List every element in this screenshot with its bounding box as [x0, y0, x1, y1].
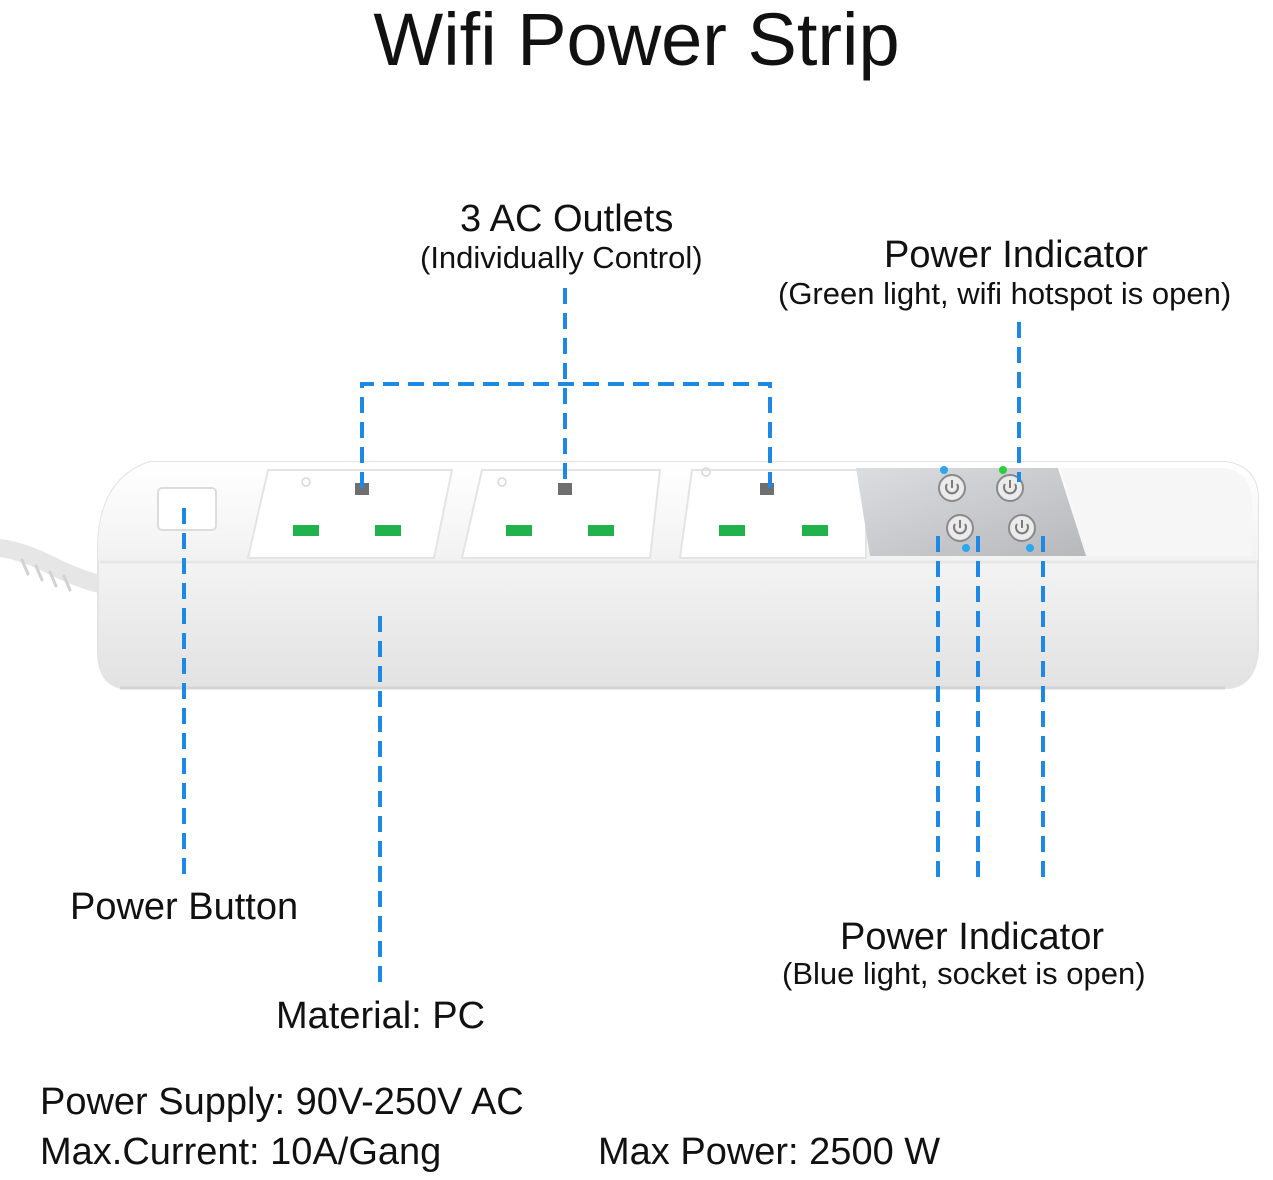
- blue-led-2: [962, 544, 970, 552]
- outlet-2: [460, 469, 662, 559]
- material-label: Material: PC: [276, 995, 486, 1037]
- power-button-label: Power Button: [70, 886, 299, 928]
- green-led: [999, 466, 1007, 474]
- blue-indicator-label: Power Indicator: [840, 916, 1105, 958]
- blue-led-1: [940, 466, 948, 474]
- outlets-callout-bracket: [360, 382, 772, 488]
- max-power-spec: Max Power: 2500 W: [598, 1131, 941, 1173]
- green-indicator-sublabel: (Green light, wifi hotspot is open): [778, 276, 1232, 311]
- green-indicator-label: Power Indicator: [884, 234, 1149, 276]
- blue-led-3: [1026, 544, 1034, 552]
- blue-indicator-sublabel: (Blue light, socket is open): [782, 956, 1146, 991]
- max-current-spec: Max.Current: 10A/Gang: [40, 1131, 442, 1173]
- outlets-label: 3 AC Outlets: [460, 198, 674, 240]
- control-panel: [856, 468, 1252, 556]
- outlets-sublabel: (Individually Control): [420, 240, 703, 275]
- diagram-title: Wifi Power Strip: [373, 0, 900, 81]
- power-supply-spec: Power Supply: 90V-250V AC: [40, 1081, 524, 1123]
- indicator-leds: [940, 466, 1034, 552]
- power-cord: [0, 539, 119, 595]
- callout-lines: [182, 288, 1045, 986]
- outlet-3: [678, 467, 867, 559]
- outlet-1: [246, 469, 454, 559]
- power-switch: [157, 487, 217, 531]
